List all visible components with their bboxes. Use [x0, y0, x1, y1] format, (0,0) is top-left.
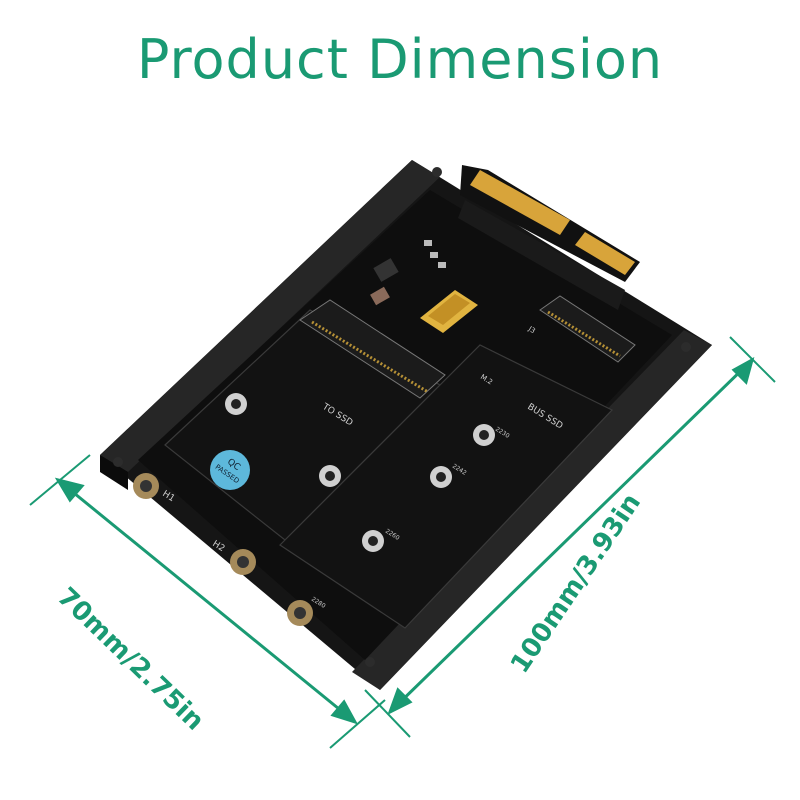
frame-screws — [113, 167, 691, 667]
brass-standoffs — [133, 473, 313, 626]
page-title: Product Dimension — [136, 28, 664, 91]
sata-connector — [458, 165, 640, 310]
qc-passed-sticker: QC PASSED — [210, 450, 250, 490]
smd-components — [370, 240, 446, 306]
mounting-holes — [225, 393, 495, 552]
j3-label: J3 — [526, 324, 537, 335]
length-dimension-arrow — [364, 336, 776, 738]
width-dimension-arrow — [29, 454, 386, 749]
m2-slot-right — [539, 295, 636, 363]
mode-switch — [420, 290, 478, 333]
m2-slot-left — [299, 299, 446, 399]
